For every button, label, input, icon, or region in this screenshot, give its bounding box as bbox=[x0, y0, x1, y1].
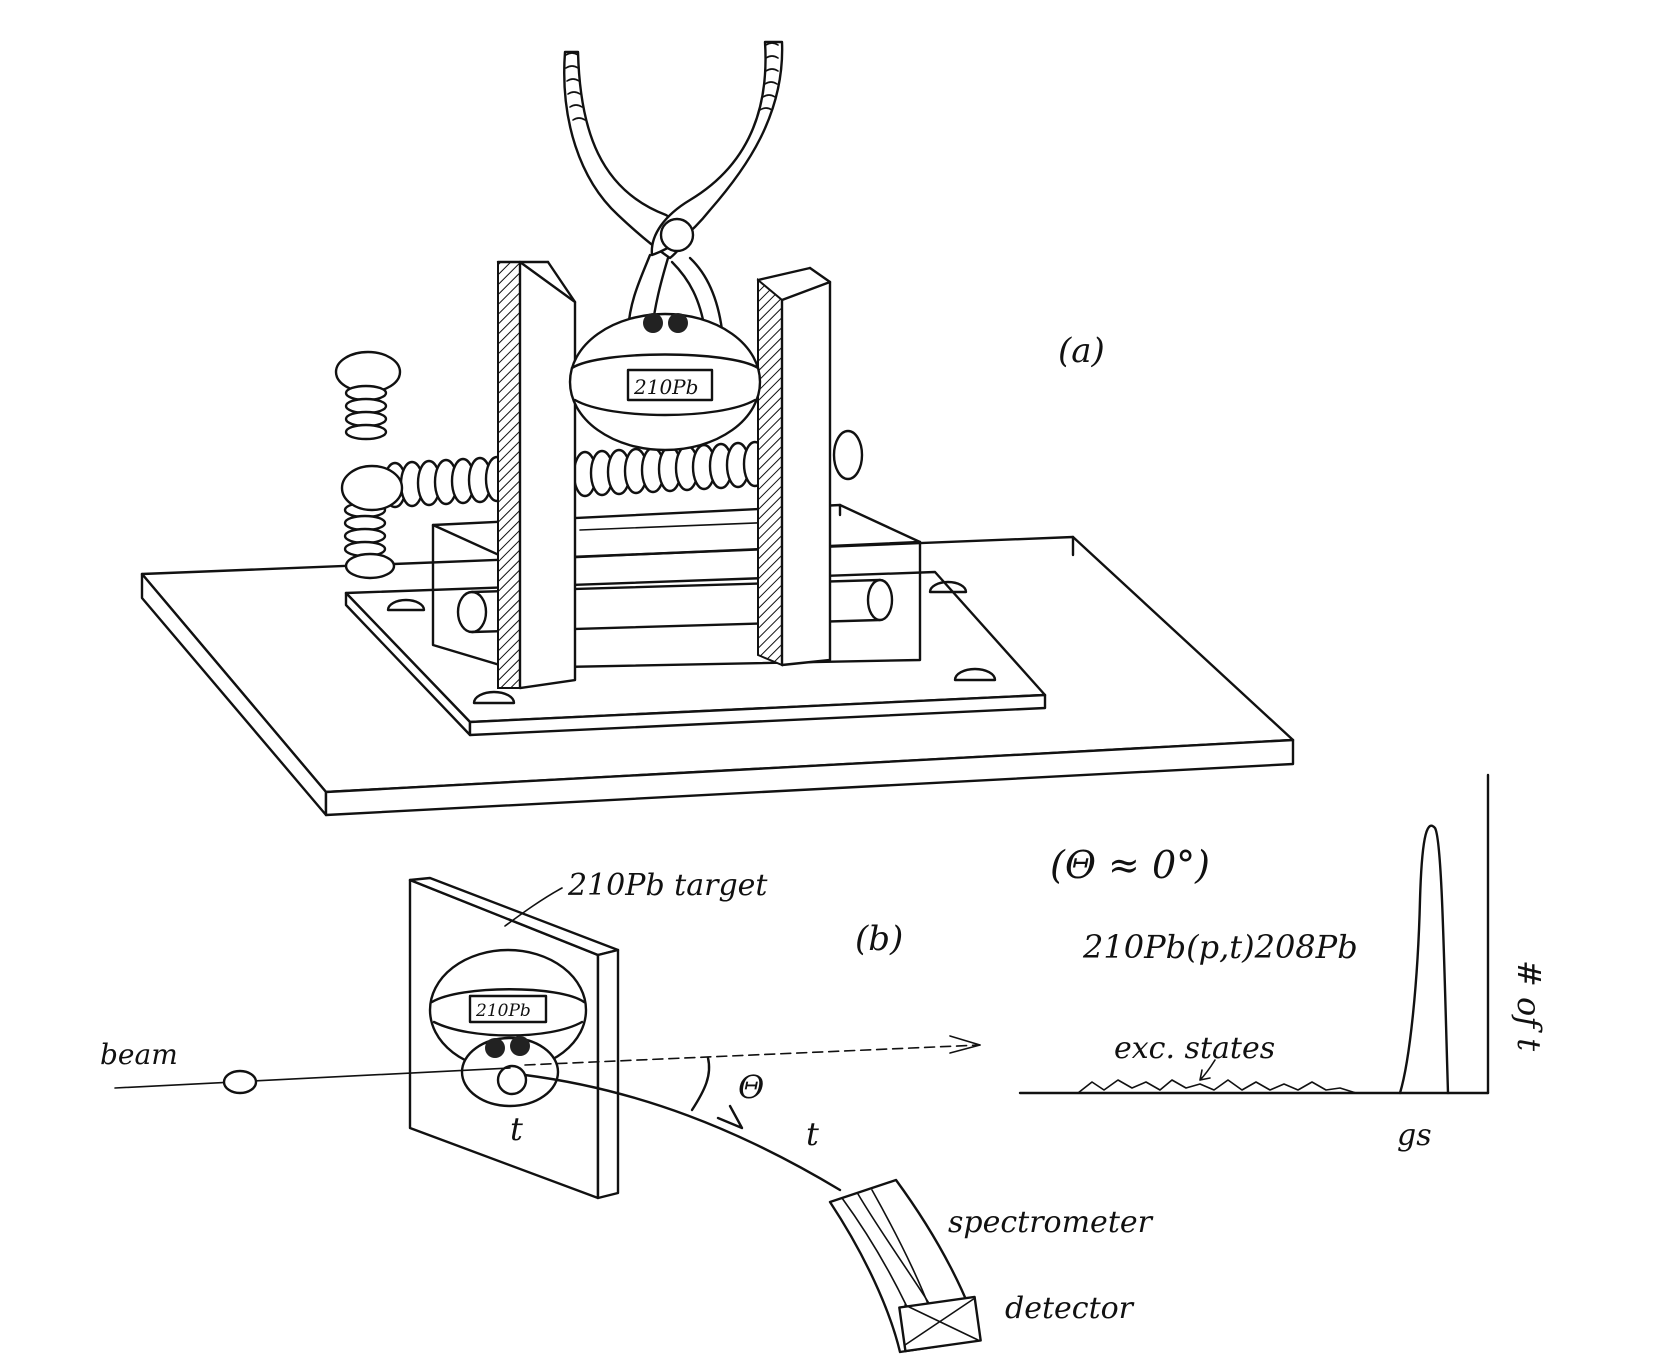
detector-label: detector bbox=[1005, 1291, 1135, 1326]
tongs bbox=[563, 40, 784, 332]
excited-states-label: exc. states bbox=[1114, 1031, 1275, 1066]
left-jaw bbox=[496, 260, 577, 690]
panel-a-label: (a) bbox=[1058, 331, 1105, 371]
y-axis-label: # of t bbox=[1510, 960, 1548, 1051]
target-pointer bbox=[504, 887, 563, 927]
rod-end bbox=[456, 590, 488, 634]
excited-states-trace bbox=[1077, 1079, 1357, 1094]
panel-a-apparatus: 210Pb (a) bbox=[140, 40, 1295, 817]
panel-b-label: (b) bbox=[855, 919, 903, 959]
excited-states-arrow bbox=[1199, 1059, 1216, 1081]
screw-head bbox=[953, 667, 997, 682]
pb210-source: 210Pb bbox=[568, 312, 762, 452]
beam: beam bbox=[100, 1035, 981, 1095]
panel-b-setup: 210Pb target 210Pb beam Θ bbox=[100, 868, 1154, 1354]
triton-trajectory: Θ t t bbox=[510, 1056, 842, 1192]
clamp-screw bbox=[334, 350, 864, 580]
screw-head bbox=[386, 598, 426, 612]
pellet bbox=[643, 313, 663, 333]
triton-label-2: t bbox=[806, 1115, 819, 1153]
mounting-plate bbox=[344, 570, 1047, 737]
spectrometer: spectrometer detector bbox=[828, 1178, 1154, 1354]
target-label: 210Pb target bbox=[567, 868, 768, 903]
pellet bbox=[668, 313, 688, 333]
screw-head bbox=[472, 690, 516, 705]
ground-state-peak bbox=[1398, 824, 1450, 1095]
t-handle bbox=[334, 350, 404, 580]
source-label: 210Pb bbox=[633, 375, 698, 399]
beam-label: beam bbox=[100, 1038, 178, 1071]
spectrum: (Θ ≈ 0°) 210Pb(p,t)208Pb exc. states gs … bbox=[1018, 773, 1548, 1153]
tongs-pivot bbox=[659, 217, 695, 253]
target-sphere: 210Pb bbox=[428, 948, 588, 1108]
ground-state-label: gs bbox=[1397, 1118, 1432, 1153]
triton-label-1: t bbox=[510, 1110, 523, 1148]
spectrometer-label: spectrometer bbox=[948, 1205, 1154, 1240]
screw-threads bbox=[382, 438, 802, 509]
angle-label: Θ bbox=[738, 1068, 764, 1106]
detector bbox=[898, 1295, 982, 1353]
right-jaw bbox=[756, 266, 832, 667]
reaction-label: 210Pb(p,t)208Pb bbox=[1082, 928, 1358, 966]
screw-head bbox=[928, 580, 968, 594]
target-inner-label: 210Pb bbox=[475, 1001, 531, 1021]
angle-condition: (Θ ≈ 0°) bbox=[1050, 843, 1210, 887]
